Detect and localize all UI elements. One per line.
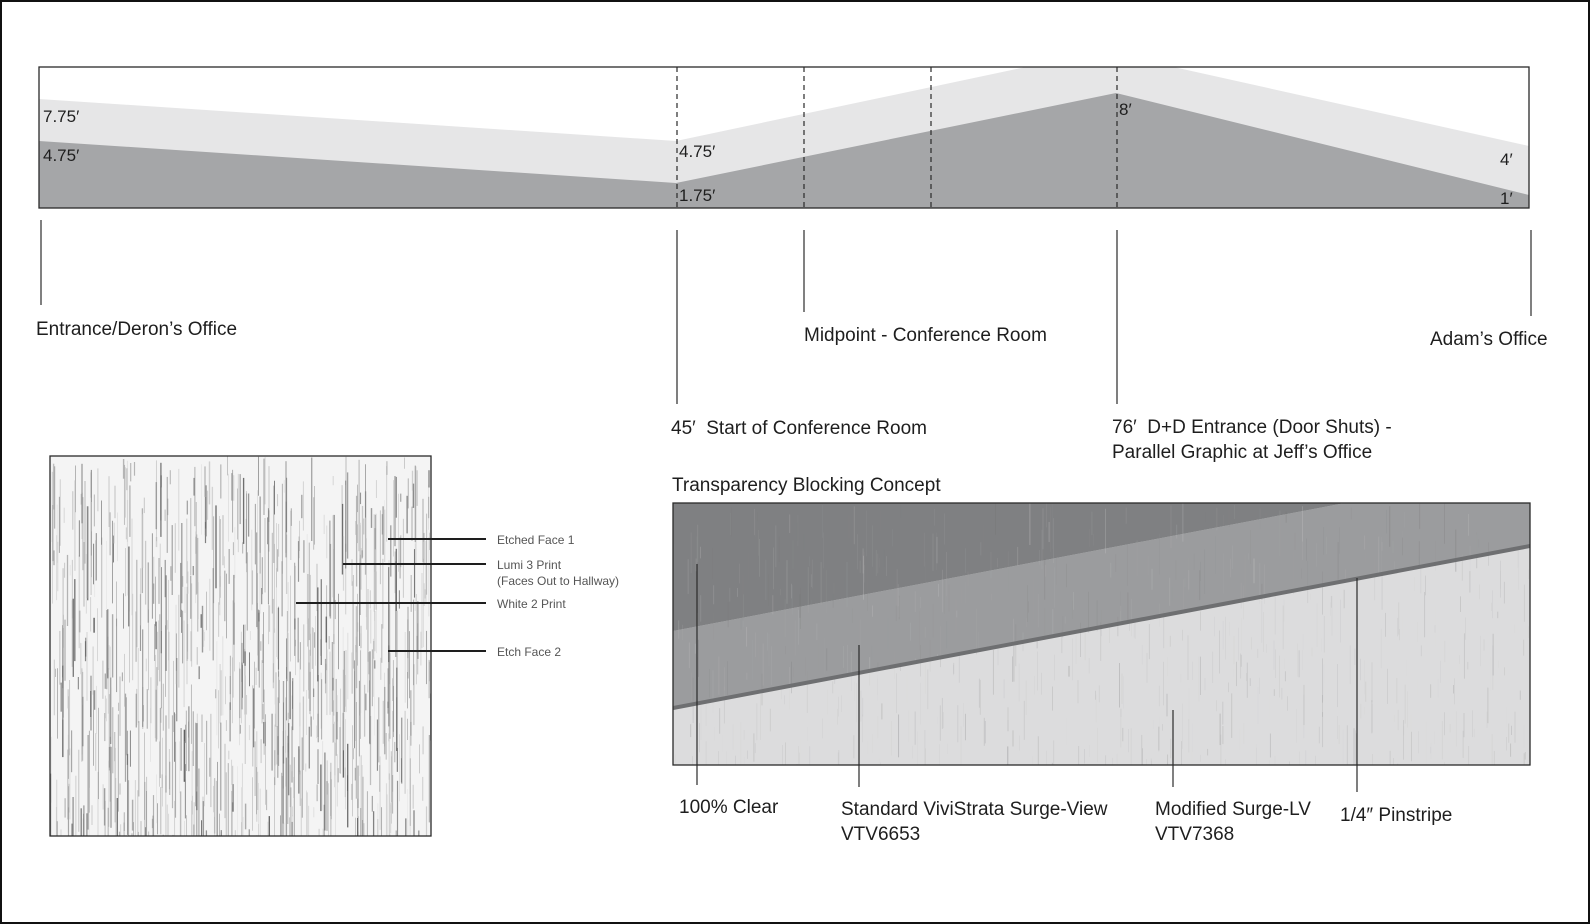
elev-label-start-top: 7.75′ [43,107,79,126]
concept-panel [673,503,1530,765]
marker-76ft-label-line2: Parallel Graphic at Jeff’s Office [1112,442,1372,463]
concept-callout-surge-view-line1: Standard ViviStrata Surge-View [841,799,1108,820]
concept-callout-leaders [696,564,1358,792]
marker-45ft-label: 45′ Start of Conference Room [671,418,927,439]
etched-texture-sample [50,456,431,836]
sample-callout-leaders [296,538,486,652]
marker-76ft-label-line1: 76′ D+D Entrance (Door Shuts) - [1112,417,1392,438]
elevation-dashed-lines [676,67,1118,208]
elevation-frame [38,66,1530,209]
concept-title: Transparency Blocking Concept [672,475,941,496]
clear-zone [673,503,1345,631]
elev-label-end-top: 4′ [1500,150,1513,169]
dark-band [39,93,1529,208]
sample-frame [49,455,432,837]
concept-callout-surge-lv-line2: VTV7368 [1155,824,1234,845]
surge-view-zone [673,503,1530,708]
elev-label-45-bottom: 1.75′ [679,186,715,205]
marker-adams-label: Adam’s Office [1430,329,1548,350]
sample-callout-lumi-3-line2: (Faces Out to Hallway) [497,574,619,588]
elev-label-76-peak: 8′ [1119,100,1132,119]
sample-callout-lumi-3-line1: Lumi 3 Print [497,558,562,572]
elevation-bands [39,67,1529,208]
elev-label-45-top: 4.75′ [679,142,715,161]
sample-streaks [50,456,431,836]
concept-callout-clear: 100% Clear [679,797,779,818]
marker-midpoint-label: Midpoint - Conference Room [804,325,1047,346]
concept-streaks [673,503,1530,765]
concept-callout-pinstripe: 1/4″ Pinstripe [1340,805,1452,826]
pinstripe-line [673,544,1530,710]
elev-label-start-bottom: 4.75′ [43,146,79,165]
concept-callout-surge-view-line2: VTV6653 [841,824,920,845]
concept-frame [672,502,1531,766]
marker-entrance-label: Entrance/Deron’s Office [36,319,237,340]
elev-label-end-bottom: 1′ [1500,189,1513,208]
sample-callout-etch-face-2: Etch Face 2 [497,645,561,659]
marker-leaders [40,220,1532,404]
sample-callout-white-2: White 2 Print [497,597,566,611]
sample-callout-etched-face-1: Etched Face 1 [497,533,575,547]
concept-callout-surge-lv-line1: Modified Surge-LV [1155,799,1311,820]
